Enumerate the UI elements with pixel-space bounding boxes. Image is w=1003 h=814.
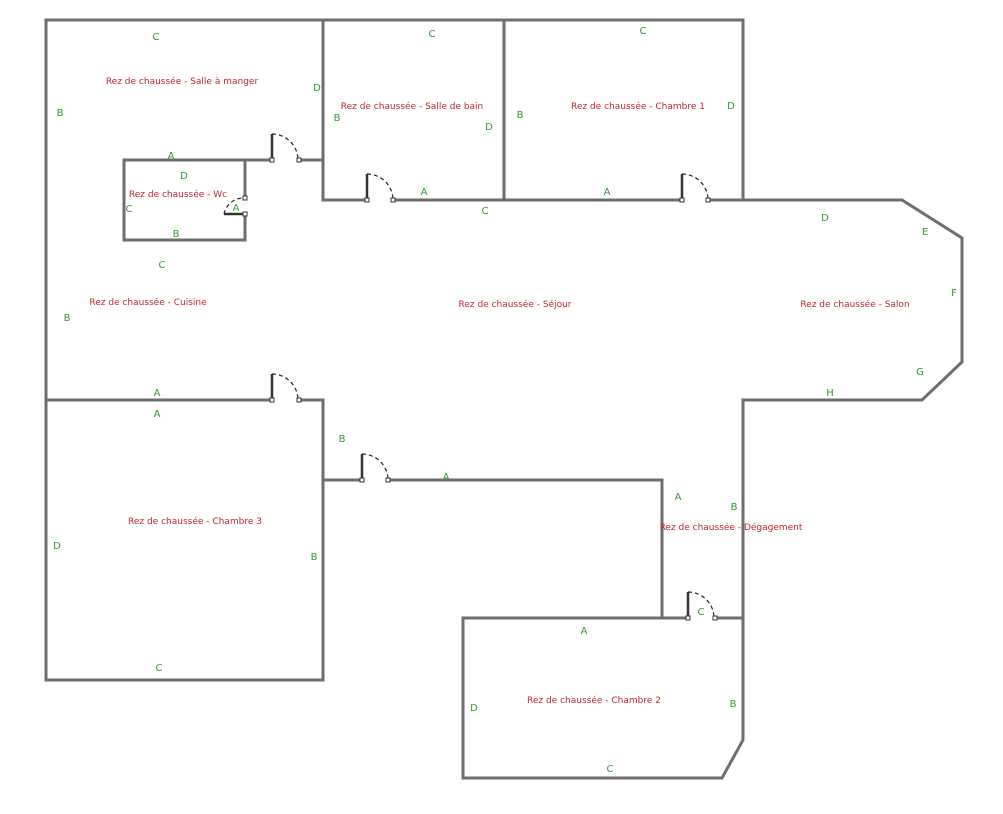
side-label: C bbox=[156, 663, 163, 674]
side-label: D bbox=[821, 213, 829, 224]
side-label: A bbox=[581, 626, 588, 637]
side-label: A bbox=[421, 187, 428, 198]
room-salle-de-bain: Rez de chaussée - Salle de bain bbox=[341, 101, 484, 112]
side-label: B bbox=[57, 108, 64, 119]
side-label: D bbox=[485, 122, 493, 133]
side-label: C bbox=[607, 764, 614, 775]
room-sejour: Rez de chaussée - Séjour bbox=[458, 299, 571, 310]
doors bbox=[223, 133, 718, 621]
side-label: C bbox=[429, 29, 436, 40]
side-label: B bbox=[173, 229, 180, 240]
side-label: C bbox=[153, 32, 160, 43]
walls bbox=[44, 18, 964, 780]
side-label: B bbox=[731, 502, 738, 513]
side-label: D bbox=[180, 171, 188, 182]
side-label: C bbox=[159, 260, 166, 271]
side-label: H bbox=[826, 388, 834, 399]
side-label: A bbox=[604, 187, 611, 198]
side-label: B bbox=[311, 552, 318, 563]
side-label: B bbox=[64, 313, 71, 324]
room-salon: Rez de chaussée - Salon bbox=[800, 299, 909, 310]
door-chambre3 bbox=[269, 373, 302, 403]
side-label: F bbox=[951, 288, 957, 299]
side-label: D bbox=[470, 703, 478, 714]
room-wc: Rez de chaussée - Wc bbox=[129, 189, 227, 200]
side-label: C bbox=[640, 26, 647, 37]
side-label: A bbox=[675, 492, 682, 503]
side-label: D bbox=[727, 101, 735, 112]
room-labels: Rez de chaussée - Salle à manger Rez de … bbox=[89, 76, 909, 706]
room-degagement: Rez de chaussée - Dégagement bbox=[660, 522, 803, 533]
side-label: G bbox=[916, 367, 924, 378]
side-label: A bbox=[154, 409, 161, 420]
door-sejour-bottom bbox=[359, 453, 391, 483]
room-salle-a-manger: Rez de chaussée - Salle à manger bbox=[106, 76, 259, 87]
room-chambre3: Rez de chaussée - Chambre 3 bbox=[128, 516, 262, 527]
door-salle-de-bain bbox=[364, 173, 396, 203]
room-chambre1: Rez de chaussée - Chambre 1 bbox=[571, 101, 705, 112]
side-label: A bbox=[168, 151, 175, 162]
side-label: B bbox=[517, 110, 524, 121]
side-label: A bbox=[154, 388, 161, 399]
side-label: B bbox=[334, 113, 341, 124]
side-label: B bbox=[339, 434, 346, 445]
door-chambre1 bbox=[679, 173, 711, 203]
door-chambre2 bbox=[685, 591, 718, 621]
side-label: D bbox=[313, 83, 321, 94]
door-salle-a-manger bbox=[269, 133, 302, 163]
side-label: A bbox=[233, 203, 240, 214]
side-label: C bbox=[126, 204, 133, 215]
room-chambre2: Rez de chaussée - Chambre 2 bbox=[527, 695, 661, 706]
side-label: D bbox=[53, 541, 61, 552]
side-label: B bbox=[730, 699, 737, 710]
side-label: E bbox=[922, 227, 928, 238]
side-label: A bbox=[443, 472, 450, 483]
side-label: C bbox=[698, 607, 705, 618]
side-labels: C B D A C B D A C C B D A D C A B C B A … bbox=[53, 26, 957, 775]
room-cuisine: Rez de chaussée - Cuisine bbox=[89, 297, 207, 308]
door-wc bbox=[223, 195, 248, 217]
side-label: C bbox=[482, 206, 489, 217]
